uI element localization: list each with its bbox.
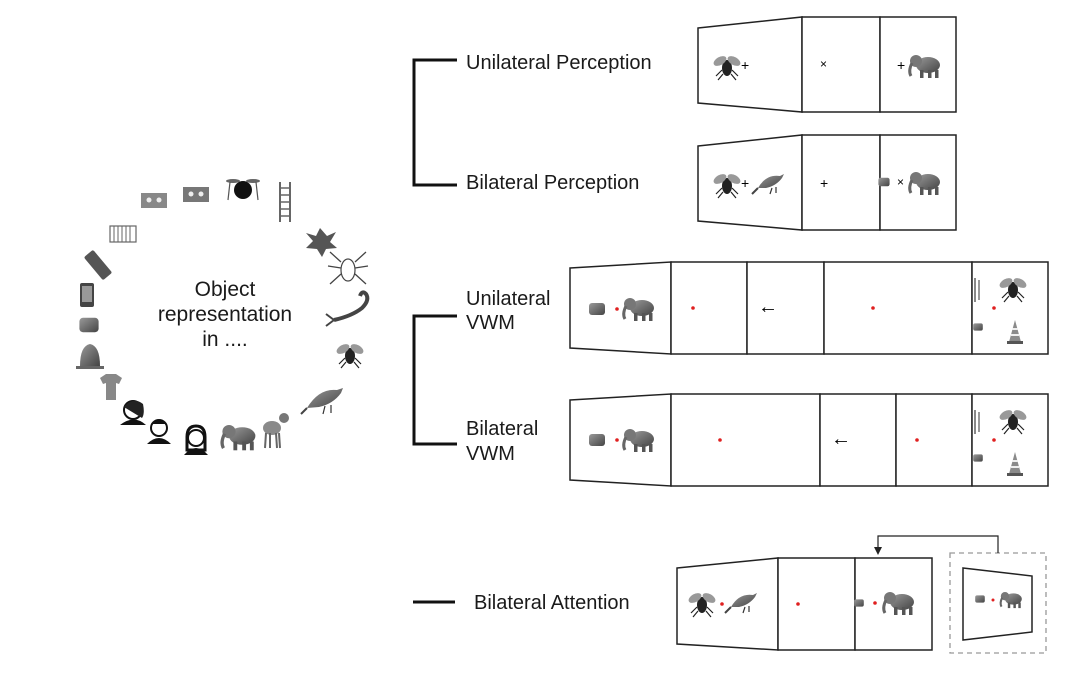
red-fixation-dot [992, 438, 996, 442]
lamb-icon [263, 413, 289, 449]
cassette-icon [183, 187, 209, 202]
red-fixation-dot [915, 438, 919, 442]
loop-arrowhead [874, 547, 882, 555]
center-label-line1: Object [194, 278, 256, 301]
bird-icon [300, 388, 343, 415]
face-icon [120, 400, 146, 425]
red-fixation-dot [871, 306, 875, 310]
vwm-bracket [412, 314, 457, 446]
ladder-icon [279, 182, 291, 222]
frame [823, 261, 973, 355]
pillow-icon [79, 317, 99, 333]
pillow-icon [589, 434, 605, 446]
fixation-cross: × [897, 175, 905, 189]
frame [971, 261, 1049, 355]
remote-icon [84, 250, 112, 280]
fixation-plus: + [897, 57, 906, 73]
left-cue-arrow: ← [831, 428, 851, 450]
center-label-line3: in .... [202, 328, 248, 352]
pillow-icon [589, 303, 605, 315]
object-circle [76, 179, 370, 455]
spider-icon [327, 251, 369, 285]
pillow-icon [975, 595, 985, 603]
frame [962, 567, 1033, 641]
bilateral-attention-sequence [676, 535, 1047, 654]
face-icon [147, 419, 171, 444]
elephant-icon [220, 423, 258, 452]
frame [895, 393, 973, 487]
frame [697, 16, 803, 113]
unilateral-perception-sequence [697, 16, 957, 113]
unilateral-vwm-sequence [569, 261, 1049, 355]
perception-bracket [412, 58, 457, 187]
red-fixation-dot [718, 438, 722, 442]
red-fixation-dot [720, 602, 724, 606]
red-fixation-dot [615, 307, 619, 311]
fixation-plus: + [741, 57, 750, 73]
frame [670, 393, 821, 487]
phone-icon [80, 283, 94, 307]
bilateral-vwm-label-line1: Bilateral [466, 418, 539, 440]
pillow-icon [854, 599, 864, 607]
frame [697, 134, 803, 231]
tshirt-icon [100, 374, 122, 400]
left-cue-arrow: ← [758, 296, 778, 318]
frame [676, 557, 779, 651]
leaf-icon [306, 228, 337, 257]
frame [971, 393, 1049, 487]
pillow-icon [973, 454, 983, 462]
center-label-line2: representation [157, 303, 293, 327]
frame [777, 557, 856, 651]
bilateral-perception-label: Bilateral Perception [466, 172, 640, 194]
red-fixation-dot [796, 602, 800, 606]
fixation-plus: + [741, 175, 750, 191]
center-label: Object representation in .... [150, 277, 300, 353]
drum-icon [226, 179, 260, 201]
frame [569, 393, 672, 487]
radiator-icon [109, 225, 137, 243]
unilateral-perception-label: Unilateral Perception [466, 52, 652, 74]
bilateral-vwm-sequence [569, 393, 1049, 487]
red-fixation-dot [873, 601, 877, 605]
pillow-icon [973, 323, 983, 331]
fixation-cross: × [820, 57, 828, 71]
bilateral-vwm-label-line2: VWM [466, 443, 515, 465]
bilateral-attention-label: Bilateral Attention [474, 592, 630, 614]
fixation-plus: + [820, 175, 829, 191]
cassette-icon [141, 193, 167, 208]
frame [801, 16, 881, 113]
red-fixation-dot [615, 438, 619, 442]
bilateral-perception-sequence [697, 134, 957, 231]
pillow-icon [878, 177, 890, 187]
red-fixation-dot [992, 306, 996, 310]
bell-icon [76, 344, 104, 369]
loop-arrow [877, 535, 999, 553]
red-fixation-dot [991, 598, 995, 602]
frame [569, 261, 672, 355]
scorpion-icon [325, 290, 370, 327]
frame [801, 134, 881, 231]
frame [670, 261, 748, 355]
unilateral-vwm-label-line1: Unilateral [466, 288, 551, 310]
red-fixation-dot [691, 306, 695, 310]
bee-icon [334, 341, 366, 369]
unilateral-vwm-label-line2: VWM [466, 312, 515, 334]
face-icon [184, 424, 208, 455]
